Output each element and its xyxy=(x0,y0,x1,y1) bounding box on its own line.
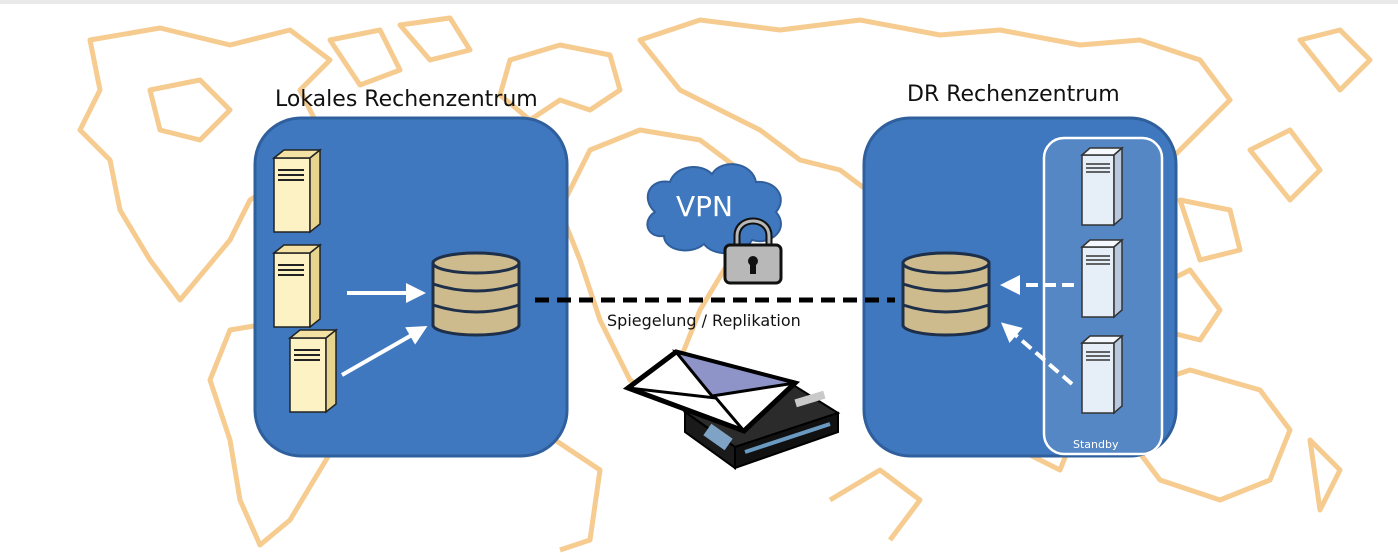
standby-arrow xyxy=(1000,322,1074,386)
standby-server-icon xyxy=(1081,147,1123,226)
local-server-icon xyxy=(273,244,321,328)
standby-server-icon xyxy=(1081,335,1123,414)
dr-database-icon xyxy=(901,251,991,337)
local-server-icon xyxy=(273,149,321,233)
envelope-icon xyxy=(622,349,801,434)
top-border xyxy=(0,0,1398,4)
local-database-icon xyxy=(431,251,521,337)
vpn-label: VPN xyxy=(676,190,733,223)
dr-datacenter-title: DR Rechenzentrum xyxy=(907,82,1120,107)
vpn-cloud-icon xyxy=(646,163,782,255)
local-datacenter-title: Lokales Rechenzentrum xyxy=(275,87,538,112)
standby-label: Standby xyxy=(1073,438,1119,451)
local-server-icon xyxy=(289,329,337,413)
replication-label: Spiegelung / Replikation xyxy=(607,311,801,330)
arrow-server-to-db xyxy=(341,326,428,377)
standby-server-icon xyxy=(1081,239,1123,318)
lock-icon xyxy=(723,217,783,285)
